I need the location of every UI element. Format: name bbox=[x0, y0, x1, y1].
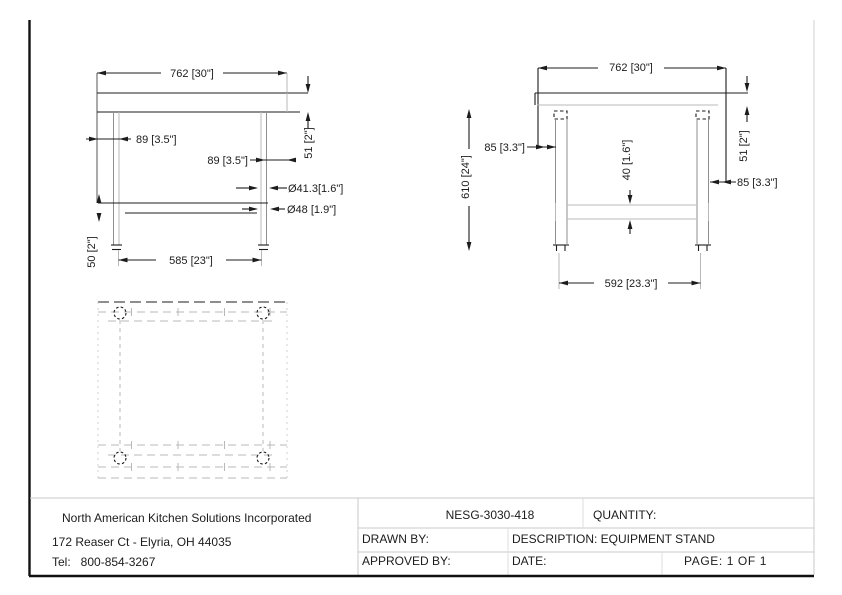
front-leader-shelf-diameter-label: Ø48 [1.9"] bbox=[287, 204, 336, 216]
title-block: North American Kitchen Solutions Incorpo… bbox=[29, 497, 815, 578]
plan-leg-centerlines bbox=[119, 320, 264, 451]
plan-leg-circle bbox=[113, 306, 127, 320]
page-border bbox=[28, 20, 815, 576]
side-dim-leg-inset-right: 85 [3.3"] bbox=[710, 177, 778, 189]
side-dim-top-thickness-label: 51 [2"] bbox=[738, 130, 750, 161]
front-dim-leg-spacing-label: 585 [23"] bbox=[169, 255, 213, 267]
front-dim-leg-inset-left-label: 89 [3.5"] bbox=[136, 134, 177, 146]
side-tabletop bbox=[534, 92, 748, 106]
front-leader-shelf-diameter: Ø48 [1.9"] bbox=[242, 204, 336, 216]
approved-by-label: APPROVED BY: bbox=[362, 554, 451, 568]
side-dim-width-label: 762 [30"] bbox=[609, 62, 653, 74]
company-name: North American Kitchen Solutions Incorpo… bbox=[62, 511, 311, 525]
front-dim-leg-spacing: 585 [23"] bbox=[118, 250, 262, 267]
side-view: 762 [30"] bbox=[460, 62, 778, 290]
plan-leg-circle bbox=[256, 306, 270, 320]
side-leg-caps bbox=[553, 110, 710, 120]
side-dim-leg-spacing-label: 592 [23.3"] bbox=[605, 278, 658, 290]
side-dim-leg-inset-left: 85 [3.3"] bbox=[484, 142, 556, 154]
side-dim-width: 762 [30"] bbox=[537, 62, 727, 182]
front-dim-width: 762 [30"] bbox=[96, 68, 288, 203]
quantity-label: QUANTITY: bbox=[593, 508, 656, 522]
front-dim-shelf-height: 50 [2"] bbox=[86, 194, 102, 268]
front-dim-width-label: 762 [30"] bbox=[170, 68, 214, 80]
plan-leg-circle bbox=[113, 451, 127, 465]
side-dim-top-thickness: 51 [2"] bbox=[738, 76, 750, 162]
plan-view bbox=[97, 301, 288, 479]
side-dim-height-label: 610 [24"] bbox=[460, 155, 472, 199]
front-dim-shelf-height-label: 50 [2"] bbox=[86, 236, 98, 267]
side-dim-rail-width-label: 40 [1.6"] bbox=[621, 140, 633, 181]
front-leader-leg-diameter-label: Ø41.3[1.6"] bbox=[288, 183, 343, 195]
front-dim-leg-inset-left: 89 [3.5"] bbox=[86, 134, 177, 146]
company-phone: Tel: 800-854-3267 bbox=[52, 555, 156, 569]
side-dim-leg-inset-left-label: 85 [3.3"] bbox=[484, 142, 525, 154]
company-address: 172 Reaser Ct - Elyria, OH 44035 bbox=[52, 535, 232, 549]
drawn-by-label: DRAWN BY: bbox=[362, 532, 429, 546]
arrowhead bbox=[278, 70, 287, 76]
front-dim-top-thickness-label: 51 [2"] bbox=[303, 127, 315, 158]
front-undershelf bbox=[98, 202, 268, 214]
front-legs bbox=[111, 112, 269, 251]
side-dim-height: 610 [24"] bbox=[460, 109, 472, 251]
front-dim-top-thickness: 51 [2"] bbox=[303, 76, 315, 159]
front-dim-leg-inset-right-label: 89 [3.5"] bbox=[207, 155, 248, 167]
description-label: DESCRIPTION: EQUIPMENT STAND bbox=[512, 532, 715, 546]
side-dim-rail-width: 40 [1.6"] bbox=[621, 140, 633, 234]
part-number: NESG-3030-418 bbox=[446, 508, 535, 522]
plan-slat-lines bbox=[98, 311, 287, 468]
date-label: DATE: bbox=[512, 554, 546, 568]
front-view: 762 [30"] 89 [3.5" bbox=[86, 68, 343, 268]
front-dim-leg-inset-right: 89 [3.5"] bbox=[207, 155, 296, 167]
plan-slat-ticks bbox=[131, 308, 271, 471]
plan-leg-circle bbox=[256, 451, 270, 465]
front-tabletop bbox=[97, 92, 308, 113]
arrowhead bbox=[97, 70, 106, 76]
side-dim-leg-spacing: 592 [23.3"] bbox=[558, 253, 701, 290]
side-rails bbox=[555, 203, 709, 221]
side-legs bbox=[553, 119, 711, 251]
page-label: PAGE: 1 OF 1 bbox=[684, 554, 767, 568]
plan-leg-circles bbox=[113, 306, 270, 465]
front-leader-leg-diameter: Ø41.3[1.6"] bbox=[236, 183, 343, 195]
side-dim-leg-inset-right-label: 85 [3.3"] bbox=[737, 177, 778, 189]
